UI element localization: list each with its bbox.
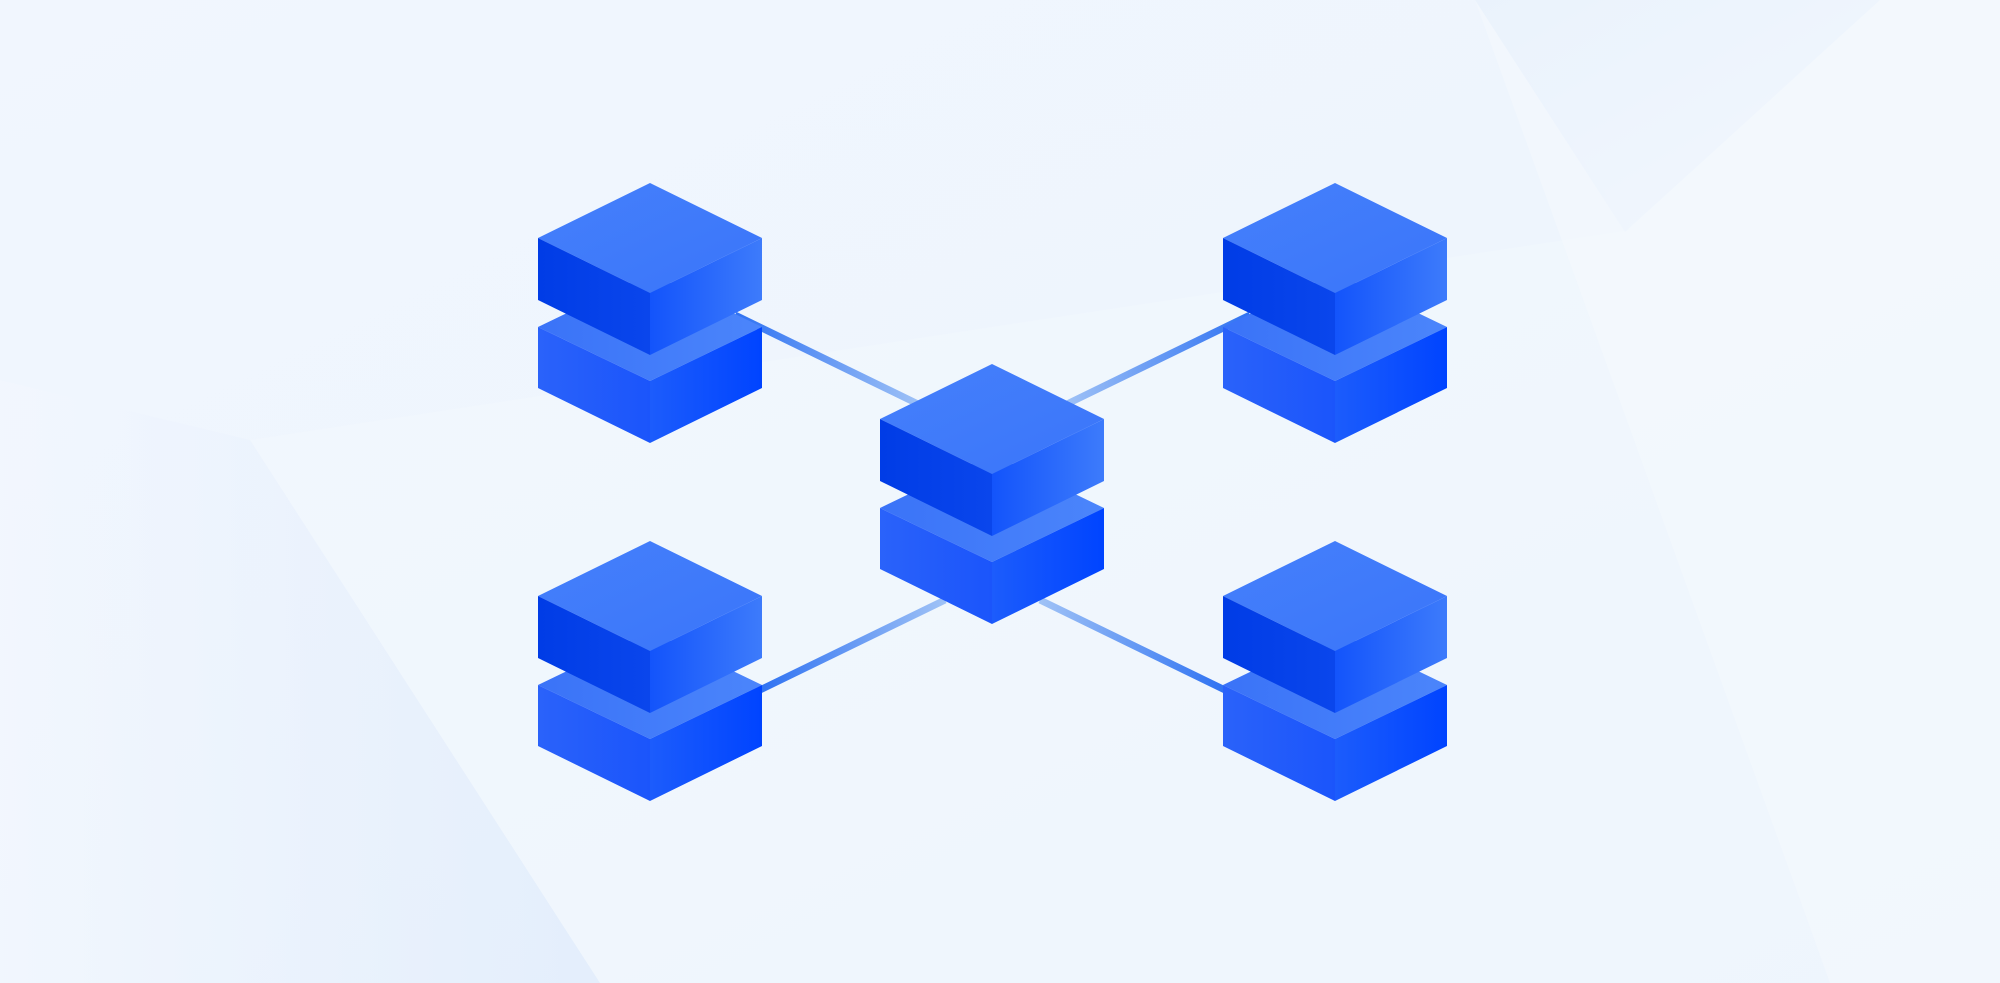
node-top-right: [1223, 183, 1447, 443]
node-center-hub: [880, 364, 1104, 624]
block-upper: [1223, 541, 1447, 713]
block-upper: [538, 183, 762, 355]
background-left-band: [0, 0, 600, 983]
block-upper: [880, 364, 1104, 536]
node-top-left: [538, 183, 762, 443]
block-upper: [1223, 183, 1447, 355]
node-bottom-right: [1223, 541, 1447, 801]
network-links: [733, 311, 1252, 694]
link-top-right: [1063, 311, 1252, 409]
block-upper: [538, 541, 762, 713]
link-top-left: [733, 311, 922, 409]
node-bottom-left: [538, 541, 762, 801]
background-diagonal: [1475, 0, 2000, 983]
link-bottom-right: [1038, 596, 1227, 694]
link-bottom-left: [758, 596, 947, 694]
